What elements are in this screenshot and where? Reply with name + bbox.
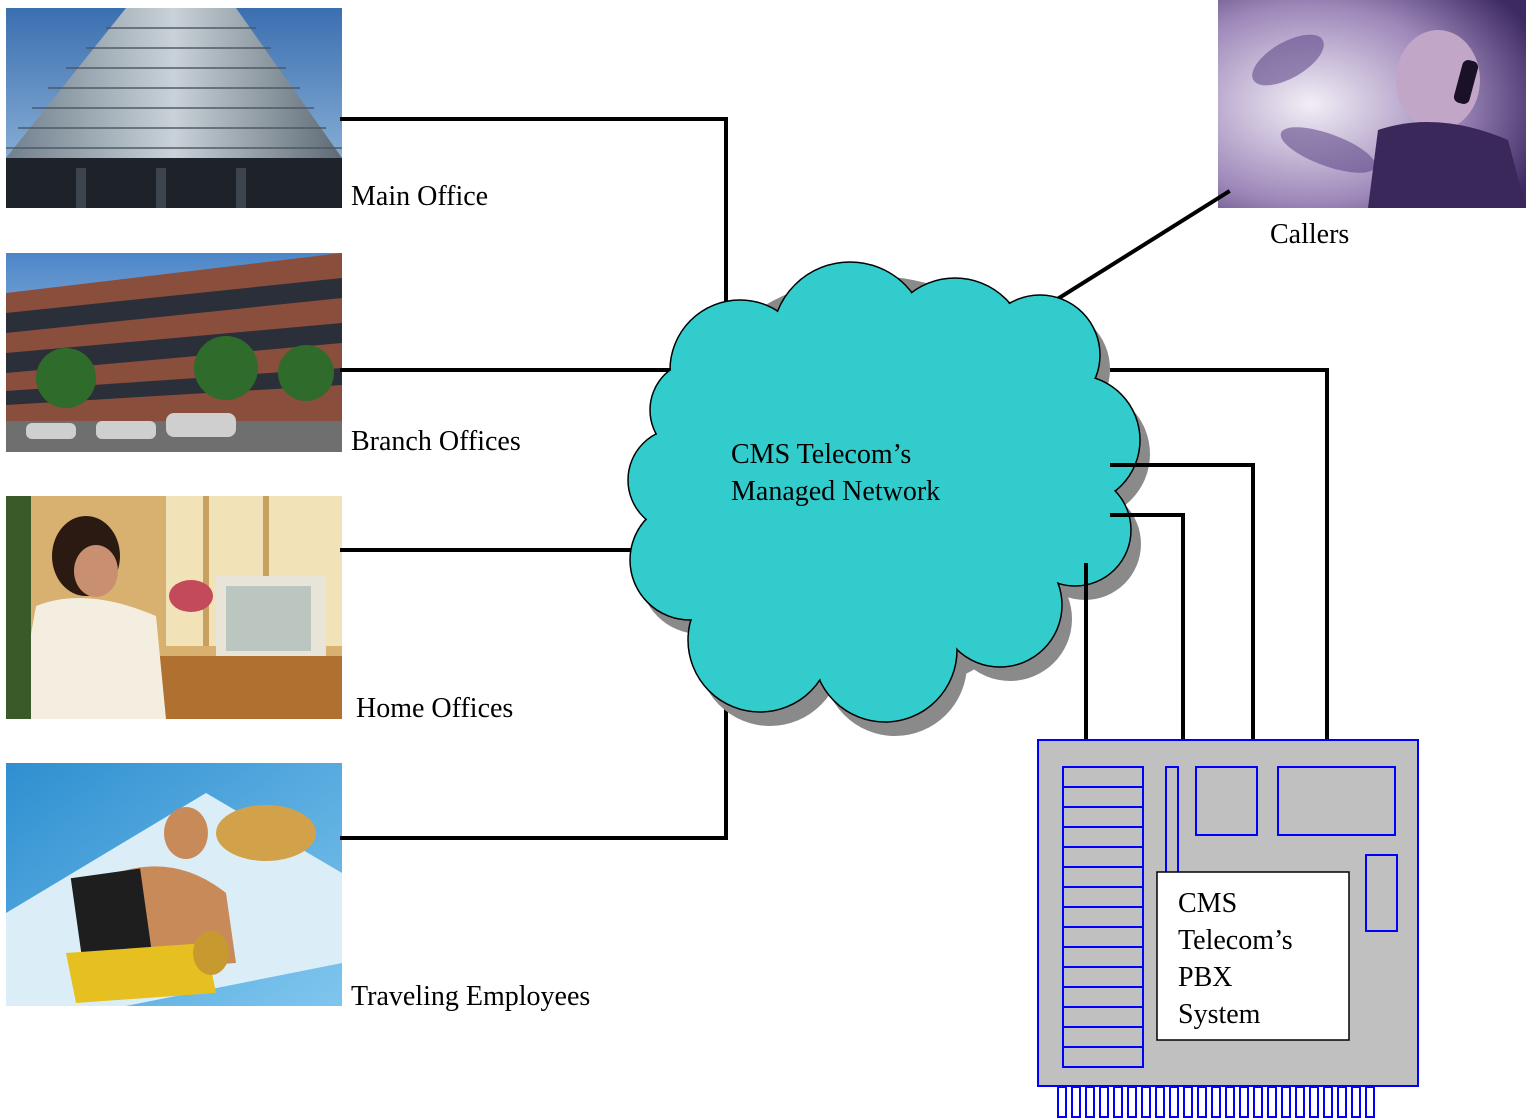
connector-lines bbox=[340, 117, 1231, 840]
main-office-photo bbox=[6, 8, 342, 208]
callers-connector bbox=[1037, 189, 1231, 313]
pbx-pin bbox=[1337, 1086, 1347, 1118]
pbx-pin bbox=[1281, 1086, 1291, 1118]
pbx-pin bbox=[1099, 1086, 1109, 1118]
pbx-chip-3 bbox=[1365, 854, 1398, 932]
traveling-employees-label: Traveling Employees bbox=[351, 981, 591, 1012]
pbx-pin bbox=[1057, 1086, 1067, 1118]
pbx-system-board bbox=[1037, 739, 1419, 1118]
pbx-pin bbox=[1071, 1086, 1081, 1118]
pbx-pin bbox=[1295, 1086, 1305, 1118]
pbx-pin bbox=[1365, 1086, 1375, 1118]
branch-offices-label: Branch Offices bbox=[351, 426, 521, 457]
pbx-pin bbox=[1239, 1086, 1249, 1118]
pbx-label-line1: CMS bbox=[1178, 888, 1238, 919]
managed-network-label-line2: Managed Network bbox=[731, 476, 941, 507]
pbx-label-line3: PBX bbox=[1178, 962, 1233, 993]
home-offices-label: Home Offices bbox=[356, 693, 514, 724]
pbx-pin bbox=[1253, 1086, 1263, 1118]
pbx-pin bbox=[1141, 1086, 1151, 1118]
callers-label: Callers bbox=[1270, 219, 1350, 250]
branch-offices-photo bbox=[6, 253, 342, 452]
pbx-pin bbox=[1085, 1086, 1095, 1118]
pbx-pin bbox=[1323, 1086, 1333, 1118]
pbx-label-box bbox=[1156, 871, 1350, 1041]
pbx-label-line4: System bbox=[1178, 999, 1261, 1030]
managed-network-label: CMS Telecom’s Managed Network bbox=[731, 436, 940, 510]
pbx-pin bbox=[1267, 1086, 1277, 1118]
pbx-pin bbox=[1155, 1086, 1165, 1118]
pbx-pin bbox=[1225, 1086, 1235, 1118]
pbx-edge-connector bbox=[1057, 1086, 1375, 1118]
pbx-pin bbox=[1113, 1086, 1123, 1118]
pbx-system-label: CMS Telecom’s PBX System bbox=[1178, 885, 1293, 1033]
callers-photo bbox=[1218, 0, 1526, 208]
pbx-connectors bbox=[1084, 368, 1329, 752]
home-offices-photo bbox=[6, 496, 342, 719]
main-office-label: Main Office bbox=[351, 181, 489, 212]
pbx-pin bbox=[1309, 1086, 1319, 1118]
managed-network-label-line1: CMS Telecom’s bbox=[731, 439, 912, 470]
pbx-pin bbox=[1169, 1086, 1179, 1118]
pbx-card-slots bbox=[1062, 766, 1144, 1068]
pbx-narrow-slot bbox=[1165, 766, 1179, 878]
main-office-connector bbox=[340, 117, 728, 332]
pbx-pin bbox=[1351, 1086, 1361, 1118]
pbx-label-line2: Telecom’s bbox=[1178, 925, 1293, 956]
pbx-pin bbox=[1211, 1086, 1221, 1118]
pbx-line-3 bbox=[1110, 513, 1185, 752]
pbx-chip-2 bbox=[1277, 766, 1396, 836]
pbx-line-2 bbox=[1110, 463, 1255, 752]
pbx-line-1 bbox=[1110, 368, 1329, 752]
pbx-pin bbox=[1127, 1086, 1137, 1118]
traveling-employees-photo bbox=[6, 763, 342, 1006]
pbx-pin bbox=[1197, 1086, 1207, 1118]
traveling-employees-connector bbox=[340, 670, 728, 840]
pbx-chip-1 bbox=[1195, 766, 1258, 836]
pbx-pin bbox=[1183, 1086, 1193, 1118]
